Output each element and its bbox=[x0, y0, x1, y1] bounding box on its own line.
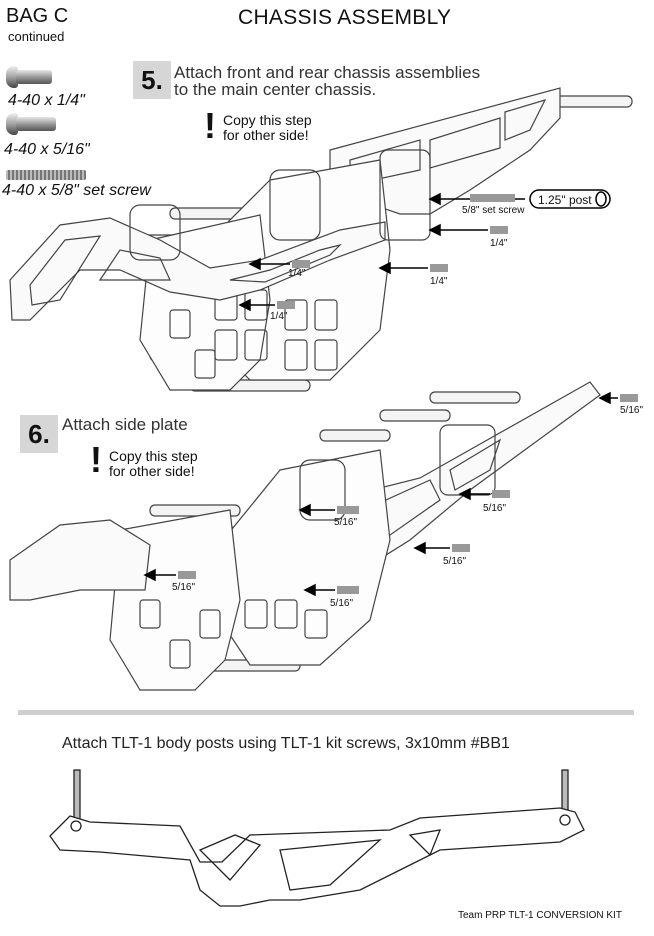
hardware-label-3: 4-40 x 5/8" set screw bbox=[2, 182, 151, 199]
screw-shank bbox=[16, 117, 56, 131]
step-6-number: 6. bbox=[20, 415, 58, 453]
post-outline bbox=[529, 189, 611, 209]
five-sixteenth-callout-d: 5/16" bbox=[443, 556, 467, 567]
hardware-label-2: 4-40 x 5/16" bbox=[4, 141, 90, 158]
five-sixteenth-callout-f: 5/16" bbox=[330, 598, 354, 609]
five-sixteenth-callout-a: 5/16" bbox=[620, 405, 644, 416]
step-6-chassis-drawing bbox=[9, 381, 601, 691]
step-6-callouts bbox=[143, 391, 638, 597]
step-5-number: 5. bbox=[133, 61, 171, 99]
bag-continued: continued bbox=[8, 29, 65, 44]
body-post-plate-drawing bbox=[49, 769, 585, 907]
quarter-callout-a: 1/4" bbox=[490, 238, 508, 249]
step-6-copy-line-1: Copy this step bbox=[109, 448, 198, 464]
front-body-post bbox=[73, 769, 81, 823]
five-sixteenth-callout-b: 5/16" bbox=[483, 503, 507, 514]
five-sixteenth-callout-c: 5/16" bbox=[334, 517, 358, 528]
screw-shank bbox=[16, 70, 52, 84]
post-callout-label: 1.25" post bbox=[538, 193, 592, 207]
step-6-line-1: Attach side plate bbox=[62, 415, 188, 434]
step-5-line-2: to the main center chassis. bbox=[174, 80, 377, 99]
set-screw-icon bbox=[6, 170, 86, 180]
quarter-callout-d: 1/4" bbox=[270, 311, 288, 322]
quarter-callout-b: 1/4" bbox=[430, 276, 448, 287]
step-6-copy-line-2: for other side! bbox=[109, 463, 195, 479]
set-screw-callout-label: 5/8" set screw bbox=[462, 205, 525, 216]
quarter-callout-c: 1/4" bbox=[288, 268, 306, 279]
exclamation-icon: ! bbox=[90, 439, 102, 480]
section-divider bbox=[18, 710, 634, 715]
step-5-copy-line-1: Copy this step bbox=[223, 112, 312, 128]
button-head-screw-icon bbox=[6, 66, 18, 88]
page-title: CHASSIS ASSEMBLY bbox=[238, 6, 452, 29]
footer-kit-name: Team PRP TLT-1 CONVERSION KIT bbox=[458, 910, 622, 921]
exclamation-icon: ! bbox=[204, 105, 216, 146]
body-posts-instruction: Attach TLT-1 body posts using TLT-1 kit … bbox=[62, 735, 510, 752]
step-5-callouts bbox=[238, 189, 611, 312]
step-5-copy-line-2: for other side! bbox=[223, 127, 309, 143]
step-5-line-1: Attach front and rear chassis assemblies bbox=[174, 63, 481, 82]
hardware-label-1: 4-40 x 1/4" bbox=[8, 92, 85, 109]
button-head-screw-icon bbox=[6, 113, 18, 135]
set-screw-icon bbox=[470, 194, 515, 202]
step-5-chassis-drawing bbox=[9, 87, 633, 392]
center-cutouts-6 bbox=[139, 599, 328, 669]
bag-label: BAG C bbox=[6, 5, 69, 27]
five-sixteenth-callout-e: 5/16" bbox=[172, 582, 196, 593]
